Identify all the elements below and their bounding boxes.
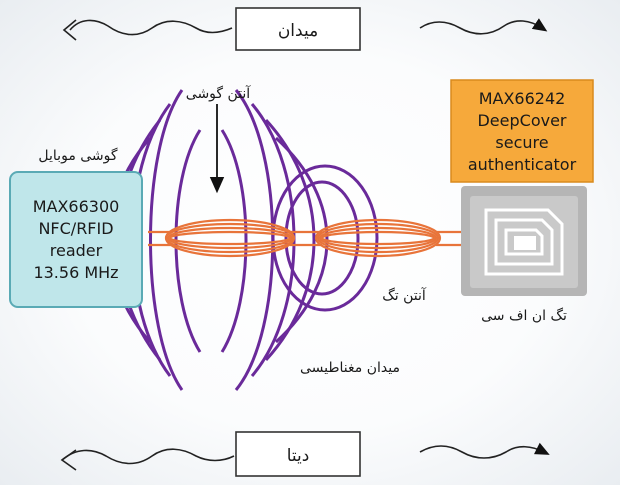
authenticator-box: [450, 79, 594, 183]
auth-line-4: authenticator: [468, 155, 577, 174]
top-wave: [62, 18, 548, 41]
tag-coil: [314, 218, 462, 258]
magnetic-field-label: میدان مغناطیسی: [300, 360, 400, 376]
reader-line-2: NFC/RFID: [38, 219, 113, 238]
bottom-banner-box: [235, 431, 361, 477]
tag-antenna-label: آنتن تگ: [382, 287, 427, 304]
bottom-banner-label: دیتا: [287, 446, 310, 466]
reader-line-4: 13.56 MHz: [33, 263, 118, 282]
nfc-card-icon: [461, 186, 587, 296]
phone-antenna-label: آنتن گوشی: [186, 85, 252, 102]
mobile-phone-label: گوشی موبایل: [38, 147, 117, 164]
reader-line-1: MAX66300: [33, 197, 120, 216]
top-banner-box: [235, 7, 361, 51]
auth-line-2: DeepCover: [477, 111, 566, 130]
nfc-tag-label: تگ ان اف سی: [481, 307, 567, 324]
auth-line-1: MAX66242: [479, 89, 566, 108]
top-banner-label: میدان: [278, 21, 318, 41]
auth-line-3: secure: [495, 133, 548, 152]
reader-line-3: reader: [50, 241, 103, 260]
reader-box: [9, 171, 143, 308]
phone-coil: [148, 218, 322, 258]
bottom-wave: [60, 442, 550, 471]
magnetic-field-lines: [108, 89, 379, 391]
